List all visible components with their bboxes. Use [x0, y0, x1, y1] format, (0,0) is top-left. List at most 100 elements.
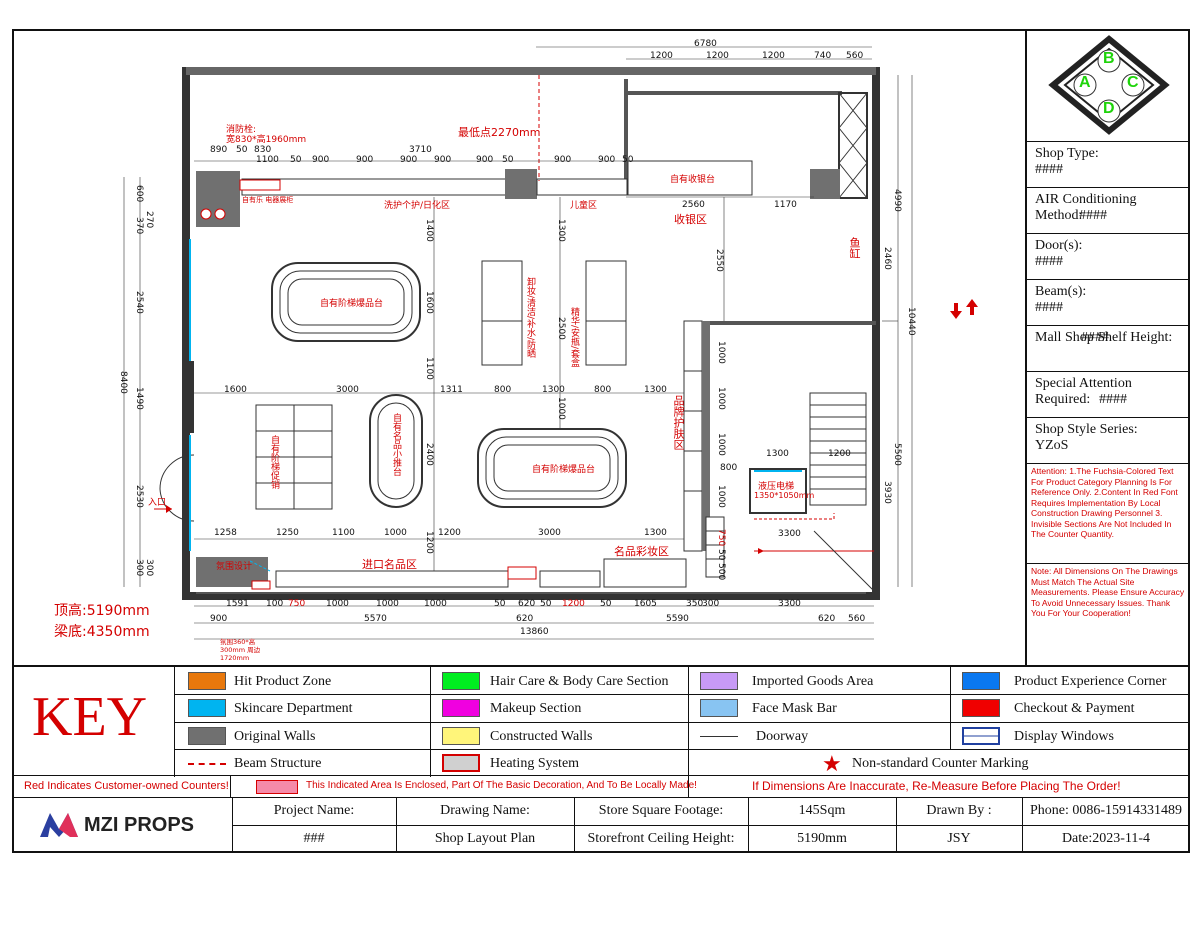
dim-v-6: 2500 — [556, 317, 566, 340]
dim-row-4: 900 — [400, 155, 418, 165]
dim-v-19: 500 — [716, 563, 726, 581]
drawn-by-label: Drawn By : — [926, 803, 992, 818]
island-2-label: 自有阶梯爆品台 — [532, 465, 596, 475]
dim-total-width: 6780 — [694, 39, 717, 49]
logo-letter-a: A — [1079, 74, 1091, 91]
dim-row-7: 50 — [502, 155, 514, 165]
dim-b1-14: 3300 — [778, 599, 801, 609]
dim-b1-5: 1000 — [424, 599, 447, 609]
dim-v-12: 1200 — [828, 449, 851, 459]
project-name-value: ### — [303, 831, 325, 846]
info-panel: B A C D Shop Type:#### AIR Conditioning … — [1025, 31, 1190, 665]
dim-830: 830 — [254, 145, 272, 155]
dim-v-21: 50 — [716, 549, 726, 561]
remeasure-note: If Dimensions Are Inaccurate, Re-Measure… — [752, 779, 1121, 793]
company-name: MZI PROPS — [84, 814, 195, 836]
dim-rowb-2: 1100 — [332, 528, 355, 538]
customer-counter-note: Red Indicates Customer-owned Counters! — [24, 780, 229, 792]
phone: Phone: 0086-15914331489 — [1029, 803, 1183, 818]
legend-non-standard: ★Non-standard Counter Marking — [822, 751, 1029, 776]
dim-b1-10: 50 — [600, 599, 612, 609]
info-shelf-height: Mall Shop Shelf Height:#### — [1027, 326, 1190, 372]
dim-v-11: 1300 — [766, 449, 789, 459]
dim-mid-3: 800 — [494, 385, 512, 395]
dim-v-9: 2560 — [682, 200, 705, 210]
dim-v-15: 1000 — [716, 341, 726, 364]
ceiling-height-value: 5190mm — [797, 831, 847, 846]
info-doors: Door(s):#### — [1027, 234, 1190, 280]
square-footage-label: Store Square Footage: — [598, 803, 724, 818]
wash-zone-label: 洗护个护/日化区 — [384, 201, 451, 211]
dim-l-4: 1490 — [134, 387, 144, 410]
dim-v-3: 2400 — [424, 443, 434, 466]
enclosed-swatch — [256, 780, 298, 794]
oval-table-label: 自有名品小推台 — [391, 413, 401, 476]
logo-letter-b: B — [1103, 50, 1115, 67]
dim-v-1: 1600 — [424, 291, 434, 314]
legend-doorway: Doorway — [688, 723, 950, 750]
date: Date:2023-11-4 — [1061, 831, 1151, 846]
legend-display-windows: Display Windows — [950, 723, 1190, 750]
dim-b1-2: 750 — [288, 599, 306, 609]
dim-top-0: 1200 — [650, 51, 673, 61]
dim-r-1: 2460 — [882, 247, 892, 270]
legend-hair-body: Hair Care & Body Care Section — [430, 668, 688, 695]
dim-v-5: 1300 — [556, 219, 566, 242]
drawing-name-label: Drawing Name: — [440, 803, 530, 818]
dim-v-10: 1170 — [774, 200, 797, 210]
dim-v-8: 2550 — [714, 249, 724, 272]
dim-r-3: 3930 — [882, 481, 892, 504]
dim-mid-6: 1300 — [644, 385, 667, 395]
fish-tank-label: 鱼缸 — [848, 237, 861, 259]
legend-title: KEY — [32, 686, 148, 748]
dim-b1-8: 50 — [540, 599, 552, 609]
dim-mid-1: 3000 — [336, 385, 359, 395]
dim-mid-0: 1600 — [224, 385, 247, 395]
legend-face-mask: Face Mask Bar — [688, 695, 950, 722]
dim-b1-4: 1000 — [376, 599, 399, 609]
dim-50a: 50 — [236, 145, 248, 155]
import-zone-label: 进口名品区 — [362, 558, 417, 571]
dim-b2-0: 900 — [210, 614, 228, 624]
dim-b1-11: 1605 — [634, 599, 657, 609]
legend-experience: Product Experience Corner — [950, 668, 1190, 695]
dim-r-2: 5500 — [892, 443, 902, 466]
dim-bottom-total: 13860 — [520, 627, 549, 637]
dim-row-6: 900 — [476, 155, 494, 165]
dim-v-20: 750 — [716, 529, 726, 547]
dim-l-5: 2530 — [134, 485, 144, 508]
drawing-name-value: Shop Layout Plan — [434, 831, 536, 846]
atmosphere-note: 氛围360*高300mm 周边 1720mm — [220, 638, 261, 662]
logo-letter-d: D — [1103, 100, 1115, 117]
lowest-point: 最低点2270mm — [458, 126, 541, 139]
dim-row-9: 900 — [598, 155, 616, 165]
dim-b1-13: 300 — [702, 599, 720, 609]
project-name-label: Project Name: — [273, 803, 355, 818]
attention-note: Attention: 1.The Fuchsia-Colored Text Fo… — [1027, 464, 1190, 564]
dim-rowb-1: 1250 — [276, 528, 299, 538]
kids-zone-label: 儿童区 — [570, 201, 598, 211]
dim-b1-3: 1000 — [326, 599, 349, 609]
legend: KEY Hit Product Zone Skincare Department… — [14, 665, 1190, 777]
dim-top-3: 740 — [814, 51, 832, 61]
dim-row-2: 900 — [312, 155, 330, 165]
elevator-label: 液压电梯 — [758, 482, 795, 492]
beam-bottom-note: 梁底:4350mm — [54, 624, 150, 640]
dim-row-0: 1100 — [256, 155, 279, 165]
dim-v-7: 1000 — [556, 397, 566, 420]
island-1-label: 自有阶梯爆品台 — [320, 299, 384, 309]
dim-row-1: 50 — [290, 155, 302, 165]
info-air-conditioning: AIR Conditioning Method:#### — [1027, 188, 1190, 234]
entrance-label: 入口 — [148, 498, 167, 508]
dim-row-3: 900 — [356, 155, 374, 165]
hydrant-size: 宽830*高1960mm — [226, 135, 307, 145]
info-style-series: Shop Style Series:YZoS — [1027, 418, 1190, 464]
floor-plan-graphics — [123, 46, 978, 640]
shelf-b-label: 精华/安瓶/套盒 — [569, 307, 579, 368]
dim-l-2: 270 — [144, 211, 154, 229]
dim-b2-2: 620 — [516, 614, 534, 624]
legend-beam: Beam Structure — [174, 750, 430, 777]
dim-v-14: 3300 — [778, 529, 801, 539]
dim-l-6: 300 — [134, 559, 144, 577]
legend-constructed-walls: Constructed Walls — [430, 723, 688, 750]
